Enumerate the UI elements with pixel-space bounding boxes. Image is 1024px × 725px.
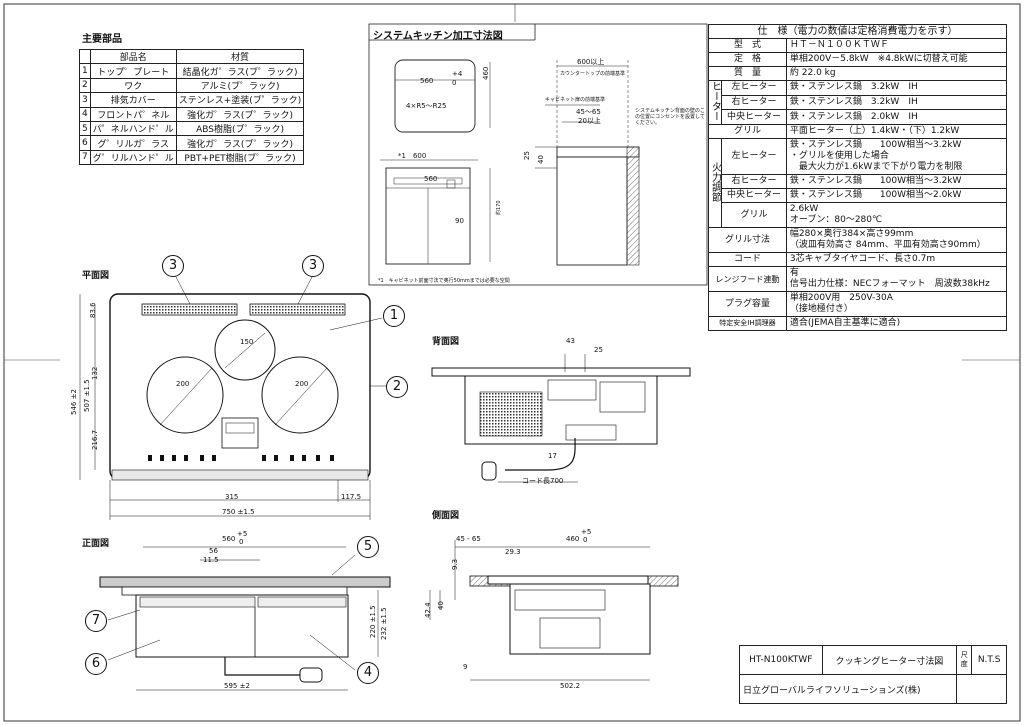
drawing-frame	[3, 3, 1021, 722]
exhaust-vent-right	[249, 303, 346, 316]
front-view	[99, 546, 391, 691]
callout-2: 2	[386, 376, 408, 398]
kitchen-title: システムキッチン加工寸法図	[373, 31, 503, 42]
burner-left	[146, 356, 224, 434]
back-view	[431, 354, 691, 483]
side-body	[509, 583, 651, 655]
plan-view-label: 平面図	[82, 271, 110, 281]
cutout-outline	[394, 59, 476, 133]
heater-group-label: ヒーター	[708, 80, 722, 125]
titleblock-scale: N.T.S	[971, 645, 1007, 675]
callout-1: 1	[383, 305, 405, 327]
callout-5: 5	[357, 536, 379, 558]
burner-right	[261, 356, 339, 434]
callout-3-right: 3	[302, 255, 324, 277]
parts-title: 主要部品	[82, 34, 122, 45]
titleblock-scale-label: 尺度	[956, 645, 973, 675]
spec-title: 仕 様（電力の数値は定格消費電力を示す）	[708, 24, 1007, 39]
callout-4: 4	[357, 662, 379, 684]
parts-header-material: 材質	[175, 48, 305, 65]
side-view	[429, 540, 679, 681]
callout-3-left: 3	[162, 255, 184, 277]
front-view-label: 正面図	[82, 539, 110, 549]
burner-center	[214, 319, 276, 381]
top-plate-outline	[109, 293, 371, 480]
titleblock-company: 日立グローバルライフソリューションズ(株)	[738, 674, 958, 704]
callout-7: 7	[85, 610, 107, 632]
callout-6: 6	[85, 653, 107, 675]
titleblock-model: HT-N100KTWF	[739, 645, 823, 675]
cabinet-side	[556, 156, 628, 266]
kitchen-frame	[368, 23, 708, 286]
titleblock-drawing: クッキングヒーター寸法図	[821, 645, 958, 675]
parts-header-row: 部品名 材質	[79, 48, 305, 65]
plan-view	[79, 274, 388, 520]
fire-group-label: 火力調節	[708, 138, 722, 228]
title-block: HT-N100KTWF クッキングヒーター寸法図 尺度 N.T.S 日立グローバ…	[738, 645, 1007, 704]
side-view-label: 側面図	[432, 511, 460, 521]
exhaust-vent-left	[141, 303, 238, 316]
plug-front	[299, 667, 323, 683]
back-view-label: 背面図	[432, 337, 460, 347]
plug-back	[481, 461, 497, 481]
parts-header-name: 部品名	[89, 48, 177, 65]
